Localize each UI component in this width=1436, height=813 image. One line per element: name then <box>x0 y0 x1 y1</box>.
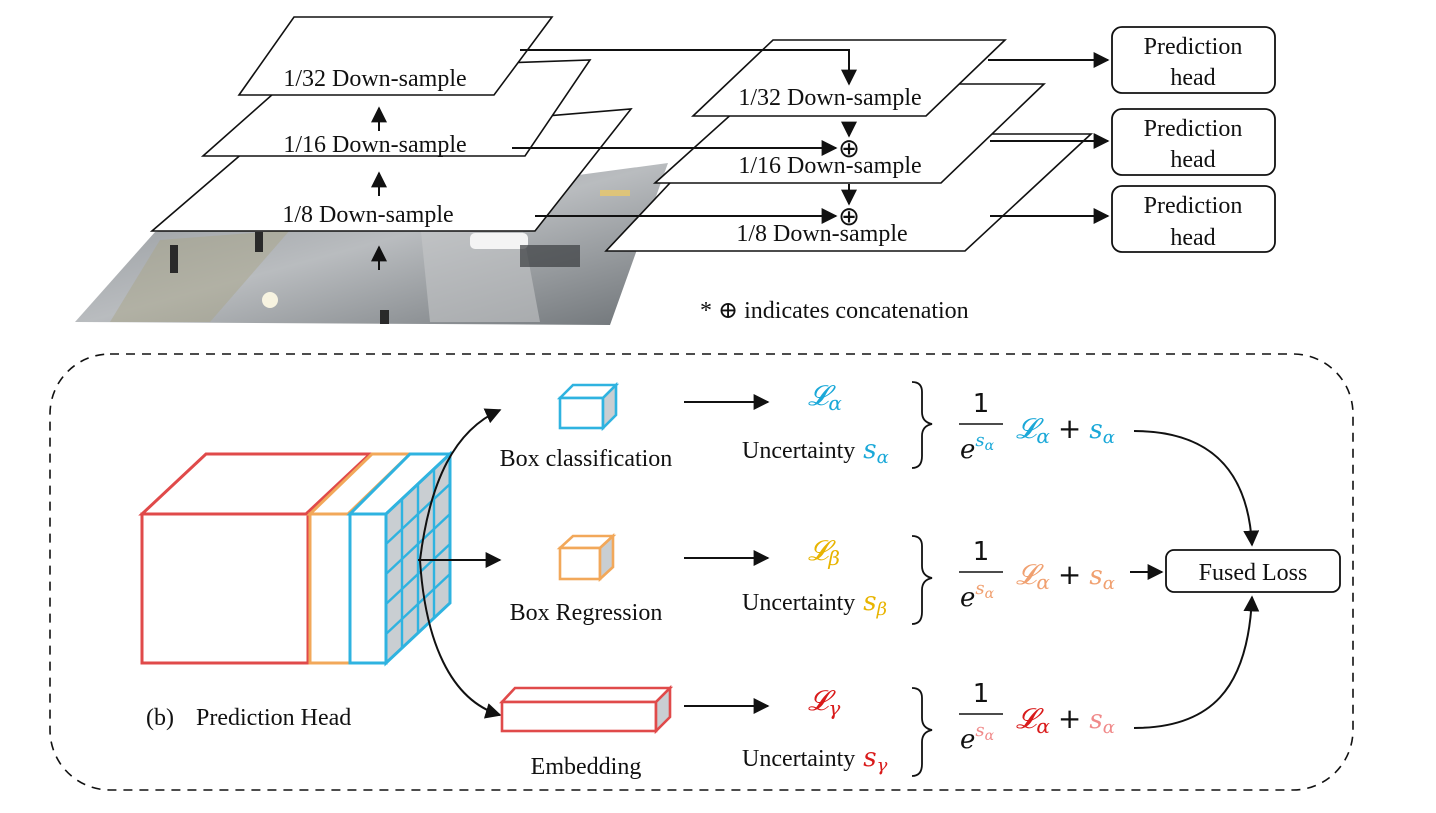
prediction-head-block <box>138 450 454 667</box>
svg-text:𝓛α+sα: 𝓛α+sα <box>1016 558 1115 594</box>
box-regression-cube <box>556 533 617 582</box>
prediction-head-2 <box>1111 108 1276 176</box>
loss-arrows <box>684 394 770 714</box>
right-label-1-16: 1/16 Down-sample <box>738 153 921 179</box>
svg-text:1: 1 <box>973 679 990 709</box>
right-label-1-8: 1/8 Down-sample <box>736 221 907 247</box>
right-label-1-32: 1/32 Down-sample <box>738 85 921 111</box>
box-classification-cube <box>556 381 620 432</box>
branch-arrows <box>418 408 502 719</box>
svg-text:esα: esα <box>960 430 995 465</box>
svg-text:1: 1 <box>973 537 990 567</box>
loss-beta: 𝓛β <box>808 534 840 570</box>
branch-name-embedding: Embedding <box>531 754 642 780</box>
concatenation-note: * ⊕ indicates concatenation <box>700 298 969 324</box>
prediction-head-1-line1: Prediction <box>1144 34 1243 60</box>
left-layer-1-32 <box>237 16 554 96</box>
braces <box>911 381 933 777</box>
prediction-head-3-line2: head <box>1170 225 1215 251</box>
concat-symbol-1: ⊕ <box>838 134 860 164</box>
left-label-1-32: 1/32 Down-sample <box>283 66 466 92</box>
concat-symbol-2: ⊕ <box>838 202 860 232</box>
left-label-1-8: 1/8 Down-sample <box>282 202 453 228</box>
svg-text:𝓛α+sα: 𝓛α+sα <box>1016 702 1115 738</box>
prediction-head-1-line2: head <box>1170 65 1215 91</box>
prediction-head-panel <box>49 353 1354 791</box>
branch-name-classification: Box classification <box>500 446 673 472</box>
prediction-head-2-line2: head <box>1170 147 1215 173</box>
fused-loss-label: Fused Loss <box>1199 560 1308 586</box>
left-layer-stack: 1/32 Down-sample 1/16 Down-sample 1/8 Do… <box>149 16 633 270</box>
prediction-head-boxes: Prediction head Prediction head Predicti… <box>1111 26 1276 253</box>
prediction-head-2-line1: Prediction <box>1144 116 1243 142</box>
embedding-bar <box>499 684 674 735</box>
prediction-head-1 <box>1111 26 1276 94</box>
head-arrows <box>988 52 1110 224</box>
loss-gamma: 𝓛γ <box>808 684 840 720</box>
svg-text:𝓛α+sα: 𝓛α+sα <box>1016 412 1115 448</box>
fused-loss-box <box>1165 549 1341 593</box>
left-label-1-16: 1/16 Down-sample <box>283 132 466 158</box>
panel-title: Prediction Head <box>196 705 351 731</box>
svg-text:esα: esα <box>960 720 995 755</box>
fused-arrows <box>1130 430 1260 729</box>
weighted-loss-formula-2: 1 esα 𝓛α+sα <box>959 537 1115 613</box>
cross-connections <box>512 49 857 224</box>
panel-label: (b) <box>146 705 174 731</box>
prediction-head-3-line1: Prediction <box>1144 193 1243 219</box>
concat-symbols: ⊕ ⊕ <box>838 134 860 232</box>
svg-text:1: 1 <box>973 389 990 419</box>
svg-text:esα: esα <box>960 578 995 613</box>
branch-name-regression: Box Regression <box>510 600 663 626</box>
prediction-head-3 <box>1111 185 1276 253</box>
weighted-loss-formula-1: 1 esα 𝓛α+sα <box>959 389 1115 465</box>
weighted-loss-formula-3: 1 esα 𝓛α+sα <box>959 679 1115 755</box>
loss-alpha: 𝓛α <box>808 379 842 415</box>
